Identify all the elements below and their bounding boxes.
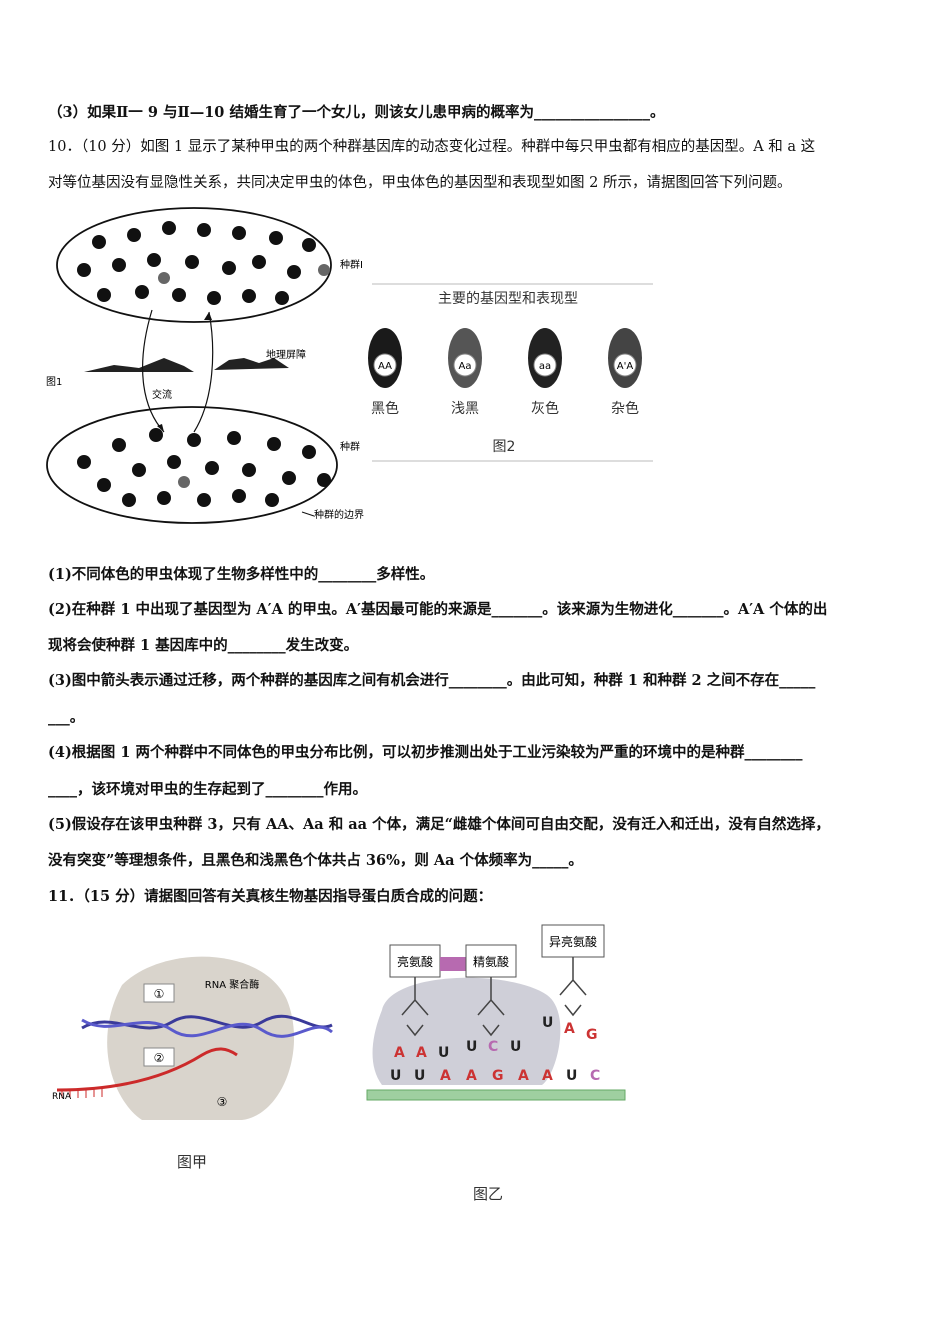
figure-1-populations: 种群Ⅰ 地理屏障 交流 图1 种群 种群的边界 (46, 207, 364, 524)
figure1-label: 图1 (46, 376, 62, 388)
anticodon3-base2: A (564, 1021, 575, 1037)
anticodon1-base1: A (394, 1045, 405, 1061)
phenotype-mixed-label: 杂色 (611, 400, 639, 417)
genotype-prime-label: A'A (617, 361, 634, 372)
figure-2-genotypes: 主要的基因型和表现型 AA 黑色 Aa 浅黑 aa 灰色 A'A 杂色 图2 (368, 283, 653, 462)
mrna-codons: U U A A G A A U C (390, 1068, 600, 1084)
anticodon-group-2: U C U (466, 1039, 521, 1055)
anticodon2-base3: U (510, 1039, 521, 1055)
figure-b-caption: 图乙 (473, 1185, 503, 1203)
figure-a-transcription: ① ② ③ RNA 聚合酶 RNA 图甲 (52, 956, 333, 1171)
q10-sub2-line1: (2)在种群 1 中出现了基因型为 A′A 的甲虫。A′基因最可能的来源是___… (48, 601, 828, 618)
anticodon2-base1: U (466, 1039, 477, 1055)
beetle-prime-a-mixed: A'A 杂色 (608, 328, 642, 417)
label-3: ③ (217, 1095, 228, 1109)
mrna-base-1: U (390, 1068, 401, 1084)
label-2: ② (154, 1051, 165, 1065)
mrna-base-9: C (590, 1068, 600, 1084)
q10-sub3-line1: (3)图中箭头表示通过迁移，两个种群的基因库之间有机会进行________。由此… (48, 672, 816, 689)
population2-label: 种群 (340, 440, 360, 453)
q11-stem: 11．（15 分）请据图回答有关真核生物基因指导蛋白质合成的问题： (48, 888, 493, 905)
beetle-aa-black: AA 黑色 (368, 328, 402, 417)
q10-sub2-line2: 现将会使种群 1 基因库中的________发生改变。 (48, 637, 359, 654)
anticodon1-base3: U (438, 1045, 449, 1061)
anticodon1-base2: A (416, 1045, 427, 1061)
mrna-base-2: U (414, 1068, 425, 1084)
q10-stem-line2: 对等位基因没有显隐性关系，共同决定甲虫的体色，甲虫体色的基因型和表现型如图 2 … (48, 175, 792, 191)
exchange-label: 交流 (152, 388, 172, 401)
q10-sub3-line2: ___。 (48, 709, 85, 726)
genotype-heterozygous-label: Aa (459, 361, 472, 372)
anticodon-group-1: A A U (394, 1045, 449, 1061)
phenotype-light-black-label: 浅黑 (451, 401, 479, 417)
beetle-aa-gray: aa 灰色 (528, 328, 562, 417)
beetle-aa-light-black: Aa 浅黑 (448, 328, 482, 417)
amino-acid-arginine: 精氨酸 (473, 954, 509, 969)
mrna-base-7: A (542, 1068, 553, 1084)
anticodon3-base1: U (542, 1015, 553, 1031)
q10-sub1: (1)不同体色的甲虫体现了生物多样性中的________多样性。 (48, 566, 435, 583)
barrier-label: 地理屏障 (266, 348, 306, 361)
phenotype-gray-label: 灰色 (531, 400, 559, 417)
q10-sub4-line2: ____，该环境对甲虫的生存起到了________作用。 (48, 781, 367, 798)
figure-a-caption: 图甲 (177, 1153, 207, 1171)
mrna-base-6: A (518, 1068, 529, 1084)
figure2-title: 主要的基因型和表现型 (438, 290, 578, 307)
q9-part3: （3）如果Ⅱ一 9 与Ⅱ—10 结婚生育了一个女儿，则该女儿患甲病的概率为___… (48, 104, 665, 121)
rna-label: RNA (52, 1092, 72, 1102)
anticodon-group-3: U A G (542, 1015, 598, 1043)
label-1: ① (154, 987, 165, 1001)
mrna-base-8: U (566, 1068, 577, 1084)
mrna-base-4: A (466, 1068, 477, 1084)
genotype-recessive-label: aa (539, 361, 551, 372)
q10-sub4-line1: (4)根据图 1 两个种群中不同体色的甲虫分布比例，可以初步推测出处于工业污染较… (48, 744, 803, 761)
boundary-label: 种群的边界 (314, 508, 364, 521)
figure-b-translation: 亮氨酸 精氨酸 异亮氨酸 A A U U C U U A G U U A A G… (366, 924, 626, 1203)
phenotype-black-label: 黑色 (371, 400, 399, 417)
anticodon2-base2: C (488, 1039, 498, 1055)
rna-polymerase-label: RNA 聚合酶 (205, 978, 259, 991)
figure2-caption: 图2 (493, 439, 516, 455)
q10-sub5-line2: 没有突变”等理想条件，且黑色和浅黑色个体共占 36%，则 Aa 个体频率为___… (48, 852, 583, 869)
mrna-base-3: A (440, 1068, 451, 1084)
anticodon3-base3: G (586, 1027, 598, 1043)
amino-acid-isoleucine: 异亮氨酸 (549, 934, 597, 949)
population1-label: 种群Ⅰ (340, 258, 363, 271)
amino-acid-leucine: 亮氨酸 (397, 954, 433, 969)
q10-sub5-line1: (5)假设存在该甲虫种群 3，只有 AA、Aa 和 aa 个体，满足“雌雄个体间… (48, 816, 830, 833)
q10-stem-line1: 10．（10 分）如图 1 显示了某种甲虫的两个种群基因库的动态变化过程。种群中… (48, 139, 816, 155)
genotype-aa-label: AA (378, 361, 392, 372)
mrna-base-5: G (492, 1068, 504, 1084)
